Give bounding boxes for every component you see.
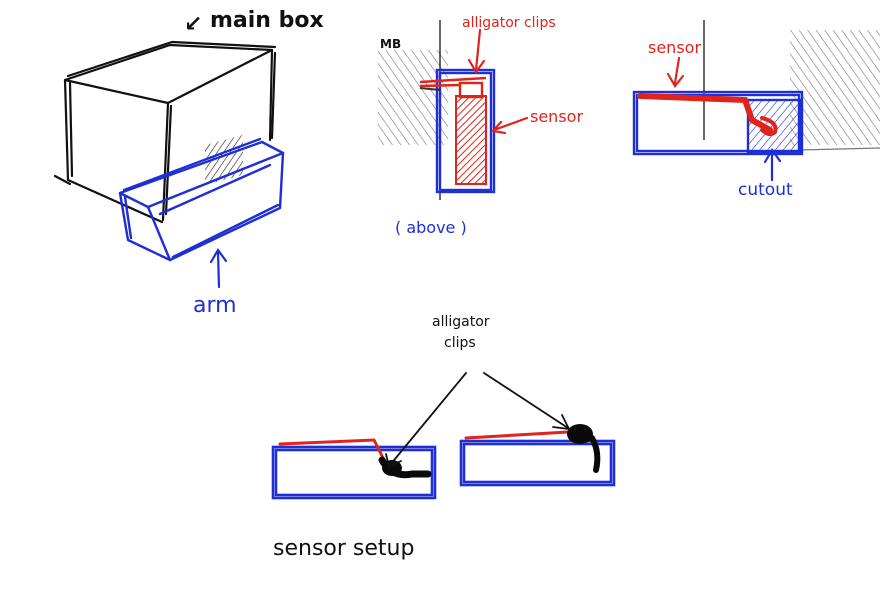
arm-arrow [211, 250, 226, 287]
sensor-arrow-right [668, 58, 683, 86]
arm-sketch [120, 139, 283, 260]
sensor-label-right: sensor [648, 40, 701, 56]
cutout-label: cutout [738, 182, 793, 199]
sensor-setup-right [461, 424, 614, 485]
main-box-sketch [55, 42, 275, 222]
sensor-setup-label: sensor setup [273, 538, 414, 560]
sensor-setup-left [273, 440, 435, 498]
sensor-arrow-middle [493, 118, 527, 133]
alligator-clips-label-bottom-line1: alligator [432, 315, 490, 329]
alligator-clips-arrow-top [469, 30, 484, 72]
sensor-top-view [456, 96, 486, 184]
main-box-pointer-icon: ↙ [184, 14, 202, 36]
alligator-clips-arrows-bottom [386, 373, 569, 467]
arm-label: arm [193, 295, 237, 317]
sensor-label-middle: sensor [530, 109, 583, 125]
alligator-clips-label-top: alligator clips [462, 16, 556, 30]
alligator-clips-label-bottom-line2: clips [444, 336, 476, 350]
above-view-label: ( above ) [395, 220, 467, 236]
mb-label: MB [380, 38, 401, 50]
main-box-label: main box [210, 10, 324, 32]
